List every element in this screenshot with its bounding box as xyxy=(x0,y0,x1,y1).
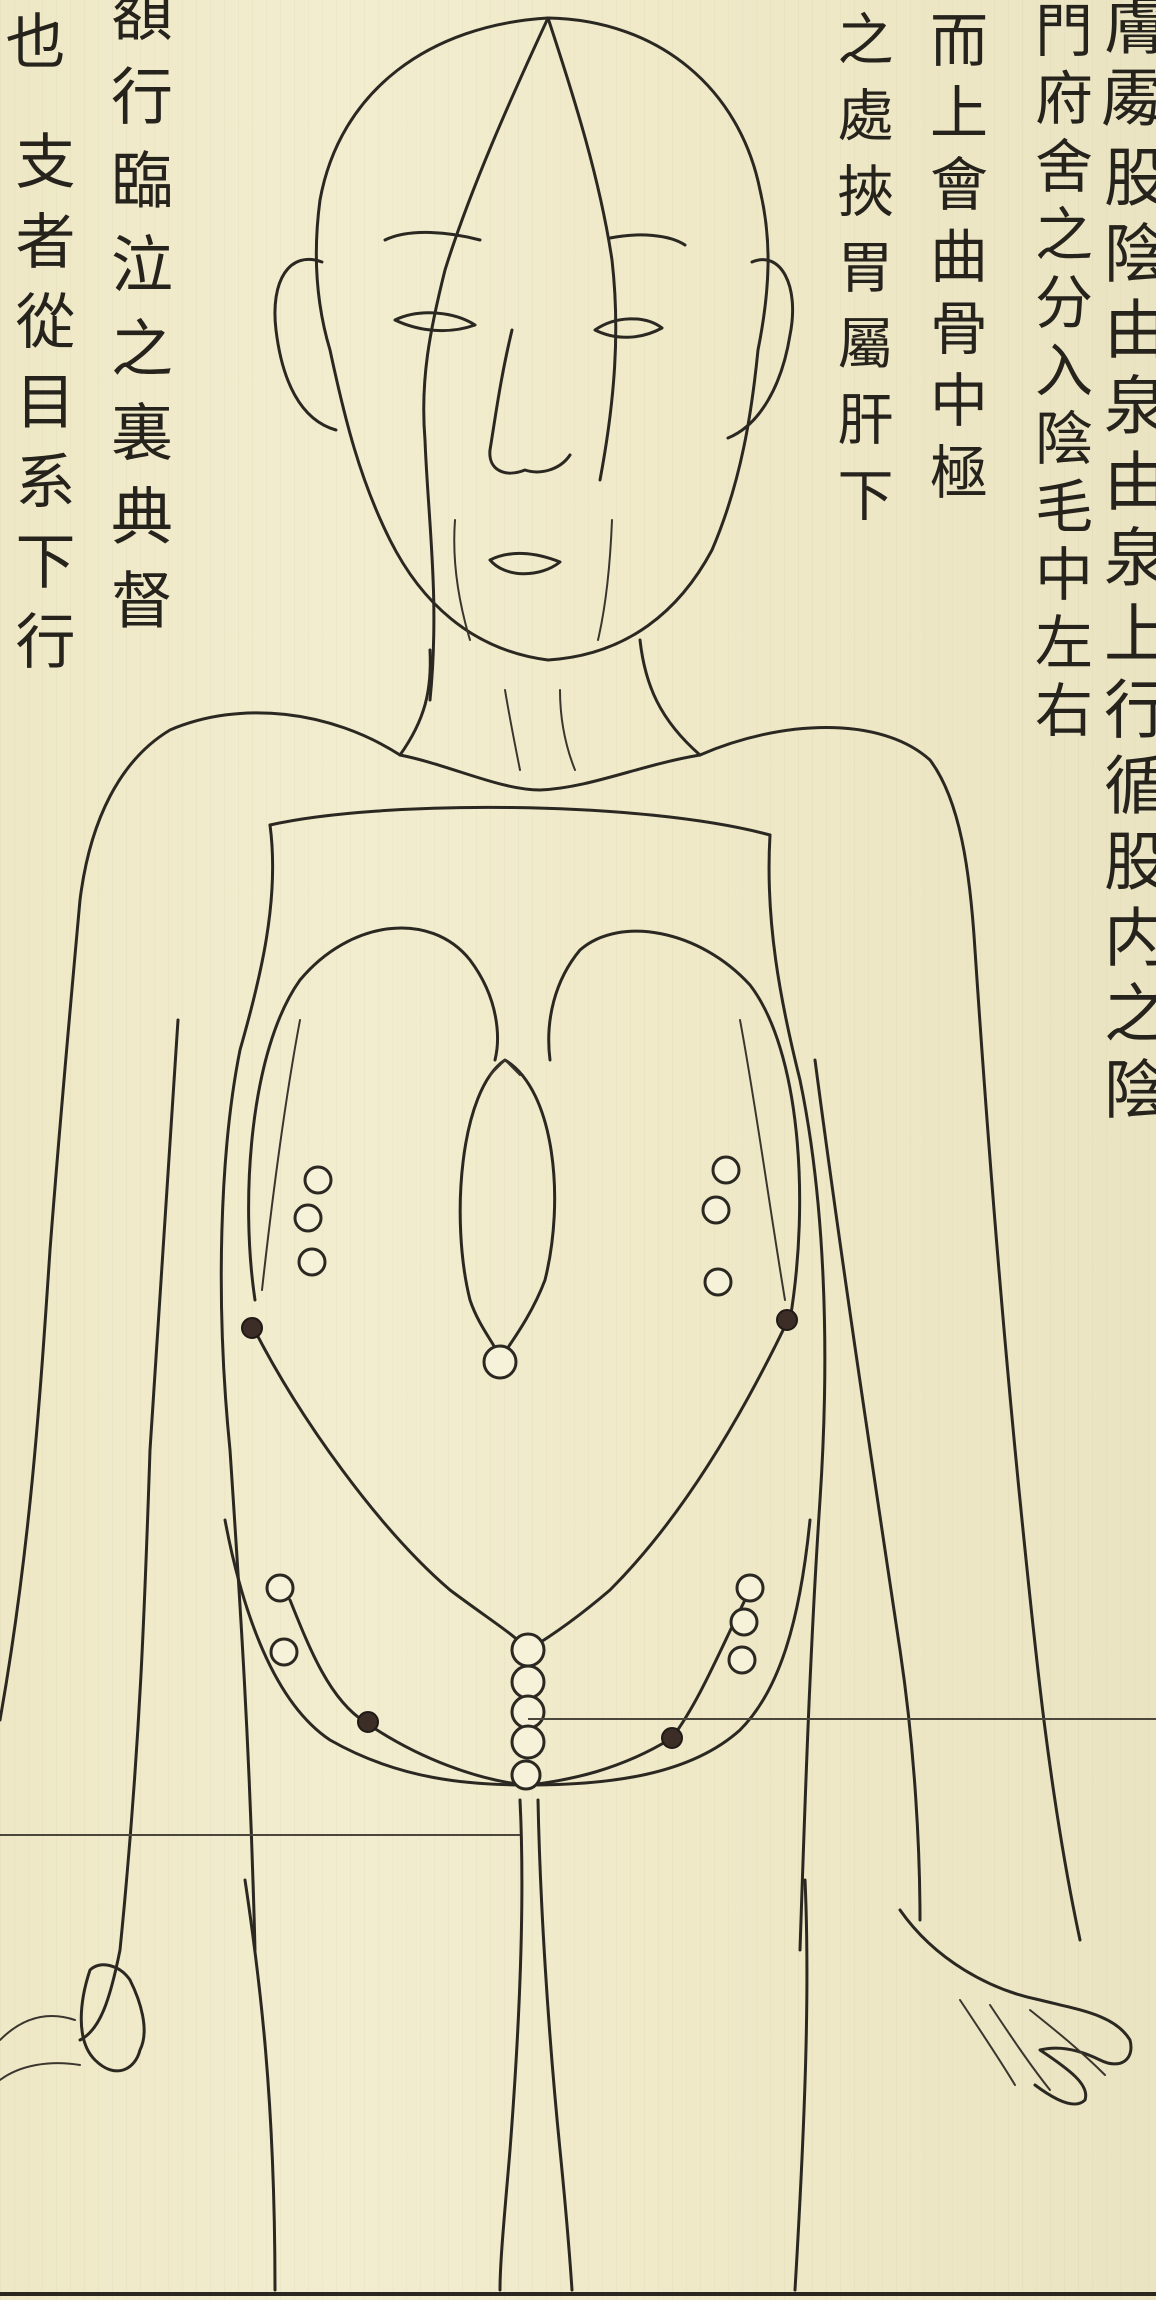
acupoint xyxy=(731,1609,757,1635)
legs xyxy=(245,1800,807,2290)
groin-line-left xyxy=(290,1600,525,1785)
torso-side-right xyxy=(769,835,825,1950)
acupoint xyxy=(703,1197,729,1223)
acupoint xyxy=(512,1726,544,1758)
acupoint xyxy=(705,1269,731,1295)
acupoint xyxy=(299,1249,325,1275)
mouth xyxy=(490,553,560,573)
acupoint xyxy=(512,1696,544,1728)
acupoint-dark xyxy=(777,1310,797,1330)
sternum xyxy=(460,1060,554,1360)
acupoint xyxy=(512,1761,540,1789)
acupoint xyxy=(305,1167,331,1193)
left-eyebrow xyxy=(385,232,480,240)
acupoints xyxy=(242,1157,797,1789)
left-leg-outer xyxy=(245,1880,275,2290)
left-arm-inner xyxy=(80,1020,178,2040)
acupoint-dark xyxy=(242,1318,262,1338)
chest-line xyxy=(270,807,770,835)
hands xyxy=(0,1910,1131,2104)
inner-meridian-left xyxy=(262,1020,300,1290)
acupoint xyxy=(512,1666,544,1698)
rib-arc-right xyxy=(549,931,800,1320)
head-meridian-right xyxy=(548,18,616,480)
right-arm-inner xyxy=(815,1060,920,1920)
left-shoulder-arm xyxy=(0,713,400,1720)
left-fingers xyxy=(0,2016,80,2080)
acupoint-dark xyxy=(358,1712,378,1732)
acupoint xyxy=(713,1157,739,1183)
meridian-v-left xyxy=(252,1325,528,1650)
acupoint xyxy=(512,1634,544,1666)
acupoint xyxy=(737,1575,763,1601)
cheek-line-right xyxy=(598,520,612,640)
acupoint xyxy=(295,1205,321,1231)
head-meridian-left xyxy=(424,18,548,700)
right-fingers xyxy=(960,2000,1105,2090)
right-shoulder-arm xyxy=(700,728,1080,1941)
head xyxy=(275,18,793,700)
head-outline xyxy=(316,18,768,660)
acupoint xyxy=(484,1346,516,1378)
left-leg-inner xyxy=(500,1800,522,2290)
right-leg-inner xyxy=(538,1800,572,2290)
neck-fold-2 xyxy=(560,690,575,770)
neck-right xyxy=(640,640,700,755)
neck-fold-1 xyxy=(505,690,520,770)
right-hand xyxy=(900,1910,1131,2104)
inner-meridian-right xyxy=(740,1020,785,1300)
acupoint-dark xyxy=(662,1728,682,1748)
collar xyxy=(400,755,700,790)
right-eye xyxy=(595,319,662,337)
acupoint xyxy=(271,1639,297,1665)
acupoint xyxy=(267,1575,293,1601)
torso-side-left xyxy=(221,825,272,1950)
right-eyebrow xyxy=(610,235,685,245)
guide-line-left xyxy=(0,1834,520,1836)
neck-left xyxy=(400,650,430,755)
bottom-rule xyxy=(0,2292,1156,2296)
guide-line-right xyxy=(528,1718,1156,1720)
right-ear xyxy=(728,260,793,438)
neck xyxy=(400,640,700,790)
left-ear xyxy=(275,259,336,430)
acupoint xyxy=(729,1647,755,1673)
nose xyxy=(490,330,570,473)
